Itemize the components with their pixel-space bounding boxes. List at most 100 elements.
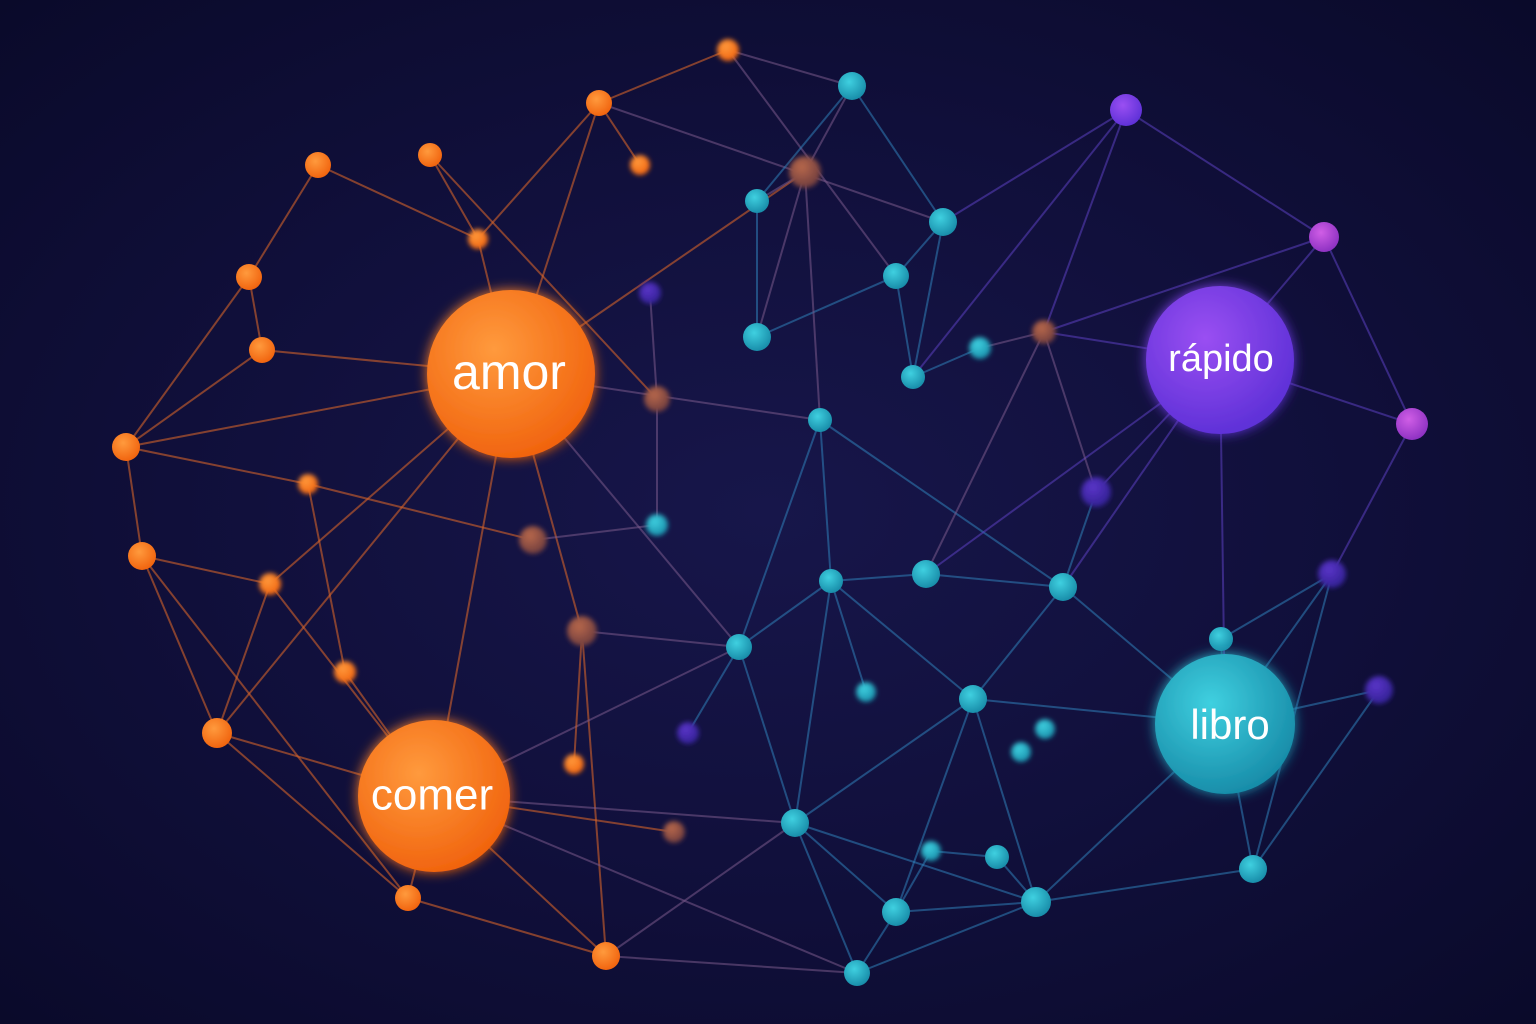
network-edge <box>830 573 927 582</box>
network-node <box>249 337 275 363</box>
network-edge <box>598 49 729 104</box>
hub-node-rapido: rápido <box>1146 286 1294 434</box>
network-node <box>519 526 547 554</box>
network-edge <box>598 102 944 223</box>
network-edge <box>794 698 974 824</box>
network-edge <box>216 732 409 899</box>
network-node <box>1032 320 1056 344</box>
network-edge <box>407 897 607 957</box>
network-node <box>969 337 991 359</box>
hub-label-libro: libro <box>1190 701 1269 748</box>
network-edge <box>248 164 319 278</box>
network-edge <box>125 349 263 448</box>
hub-label-rapido: rápido <box>1168 338 1274 380</box>
network-edge <box>912 221 944 378</box>
network-edge <box>830 580 867 693</box>
network-node <box>1318 560 1346 588</box>
network-edge <box>738 580 832 648</box>
network-edge <box>125 276 250 448</box>
hub-label-comer: comer <box>371 771 493 820</box>
network-node <box>808 408 832 432</box>
network-node <box>789 156 821 188</box>
network-node <box>1396 408 1428 440</box>
network-edge <box>1252 689 1380 870</box>
network-node <box>644 386 670 412</box>
network-edge <box>972 698 1037 903</box>
nodes-layer <box>112 39 1428 986</box>
network-edge <box>1125 109 1325 238</box>
network-node <box>564 754 584 774</box>
network-edge <box>429 154 658 400</box>
network-node <box>985 845 1009 869</box>
network-edge <box>912 109 1127 378</box>
network-node <box>128 542 156 570</box>
network-edge <box>794 822 858 974</box>
network-edge <box>307 483 346 673</box>
network-node <box>1021 887 1051 917</box>
network-node <box>883 263 909 289</box>
hub-node-comer: comer <box>358 720 510 872</box>
network-node <box>743 323 771 351</box>
network-edge <box>307 483 534 541</box>
network-node <box>1365 676 1393 704</box>
network-node <box>236 264 262 290</box>
network-node <box>1049 573 1077 601</box>
network-node <box>646 514 668 536</box>
network-node <box>717 39 739 61</box>
network-edge <box>1220 573 1333 640</box>
network-edge <box>1043 236 1325 333</box>
network-edge <box>581 630 740 648</box>
network-edge <box>605 955 858 974</box>
network-node <box>745 189 769 213</box>
network-edge <box>317 164 479 240</box>
network-node <box>838 72 866 100</box>
network-node <box>586 90 612 116</box>
network-edge <box>216 583 271 734</box>
network-edge <box>851 85 944 223</box>
network-edge <box>794 822 1037 903</box>
network-edge <box>895 901 1037 913</box>
network-node <box>844 960 870 986</box>
hub-label-amor: amor <box>452 344 566 400</box>
hubs-layer: amor comer rápido libro <box>358 286 1295 872</box>
network-node <box>1035 719 1055 739</box>
network-node <box>468 229 488 249</box>
network-node <box>677 722 699 744</box>
network-edge <box>141 555 218 734</box>
network-edge <box>687 646 740 734</box>
network-edge <box>972 586 1064 700</box>
network-edge <box>1323 236 1413 425</box>
network-edge <box>649 292 658 400</box>
network-node <box>882 898 910 926</box>
network-edge <box>532 524 658 541</box>
network-edge <box>895 698 974 913</box>
network-edge <box>477 102 600 240</box>
network-node <box>959 685 987 713</box>
network-node <box>1011 742 1031 762</box>
network-edge <box>727 49 853 87</box>
network-edge <box>856 901 1037 974</box>
network-edge <box>125 446 309 485</box>
network-edge <box>819 419 1064 588</box>
network-node <box>395 885 421 911</box>
network-node <box>1081 477 1111 507</box>
network-edge <box>1062 491 1097 588</box>
hub-node-libro: libro <box>1155 654 1295 794</box>
network-node <box>819 569 843 593</box>
network-edge <box>125 446 143 557</box>
network-edge <box>605 822 796 957</box>
network-node <box>630 155 650 175</box>
network-edge <box>141 555 271 585</box>
network-node <box>567 616 597 646</box>
network-edge <box>830 580 974 700</box>
network-edge <box>756 85 853 202</box>
network-edge <box>1043 109 1127 333</box>
network-edge <box>895 275 914 378</box>
network-edge <box>804 171 821 421</box>
network-edge <box>573 630 583 765</box>
network-edge <box>925 331 1045 575</box>
network-edge <box>738 646 796 824</box>
network-node <box>418 143 442 167</box>
